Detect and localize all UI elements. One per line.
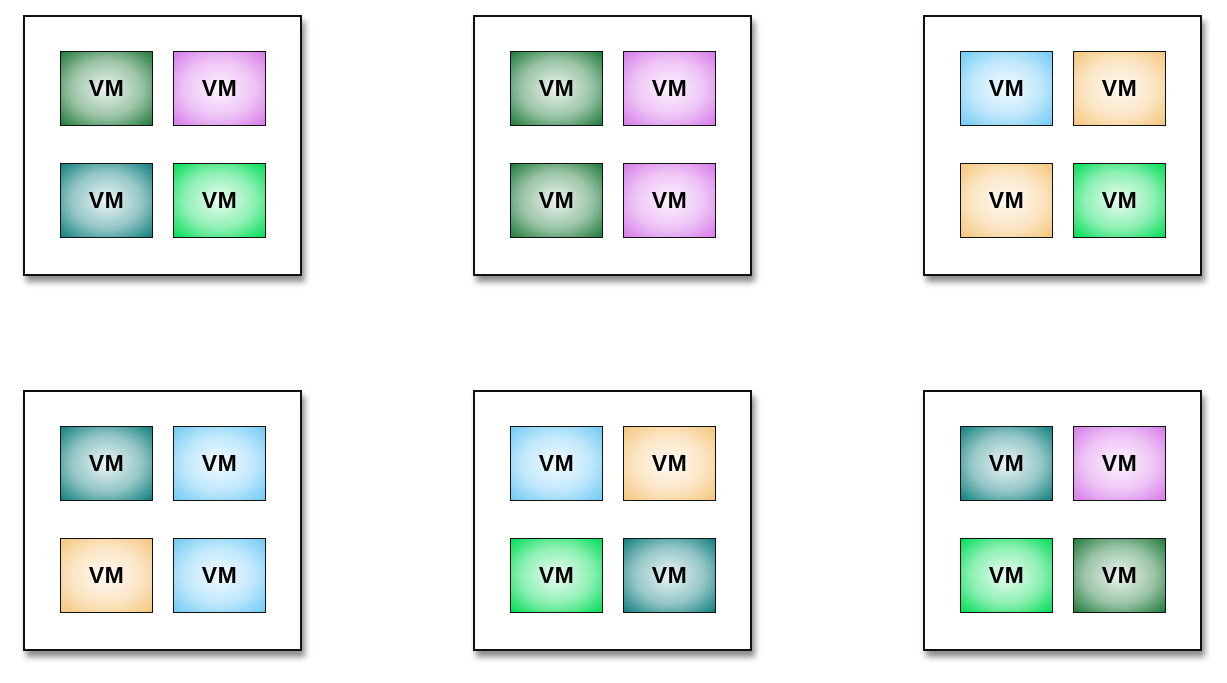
host-box: VM VM VM VM (23, 15, 302, 276)
vm-box-sky-blue: VM (173, 538, 266, 613)
vm-label: VM (88, 450, 125, 476)
vm-box-sky-blue: VM (173, 426, 266, 501)
vm-label: VM (201, 187, 238, 213)
vm-label: VM (201, 75, 238, 101)
vm-label: VM (1101, 75, 1138, 101)
vm-box-teal: VM (623, 538, 716, 613)
vm-box-dark-green: VM (1073, 538, 1166, 613)
host-box: VM VM VM VM (923, 390, 1202, 651)
vm-box-peach: VM (60, 538, 153, 613)
host-box: VM VM VM VM (473, 15, 752, 276)
vm-label: VM (1101, 187, 1138, 213)
vm-label: VM (651, 187, 688, 213)
vm-box-peach: VM (623, 426, 716, 501)
vm-box-sky-blue: VM (510, 426, 603, 501)
vm-label: VM (538, 562, 575, 588)
vm-label: VM (88, 187, 125, 213)
vm-label: VM (1101, 450, 1138, 476)
vm-label: VM (88, 562, 125, 588)
vm-label: VM (651, 562, 688, 588)
vm-label: VM (988, 562, 1025, 588)
vm-box-violet: VM (1073, 426, 1166, 501)
vm-label: VM (1101, 562, 1138, 588)
vm-box-violet: VM (623, 51, 716, 126)
vm-label: VM (988, 187, 1025, 213)
vm-label: VM (201, 450, 238, 476)
vm-label: VM (651, 450, 688, 476)
vm-label: VM (651, 75, 688, 101)
vm-box-peach: VM (960, 163, 1053, 238)
vm-box-violet: VM (623, 163, 716, 238)
host-box: VM VM VM VM (923, 15, 1202, 276)
vm-box-violet: VM (173, 51, 266, 126)
vm-box-bright-green: VM (1073, 163, 1166, 238)
vm-label: VM (538, 450, 575, 476)
vm-box-teal: VM (60, 163, 153, 238)
vm-label: VM (988, 75, 1025, 101)
vm-label: VM (88, 75, 125, 101)
vm-box-dark-green: VM (60, 51, 153, 126)
vm-box-sky-blue: VM (960, 51, 1053, 126)
vm-box-bright-green: VM (510, 538, 603, 613)
vm-box-bright-green: VM (173, 163, 266, 238)
vm-label: VM (201, 562, 238, 588)
vm-box-teal: VM (960, 426, 1053, 501)
vm-box-dark-green: VM (510, 163, 603, 238)
vm-box-dark-green: VM (510, 51, 603, 126)
vm-box-bright-green: VM (960, 538, 1053, 613)
vm-label: VM (538, 187, 575, 213)
vm-label: VM (988, 450, 1025, 476)
host-box: VM VM VM VM (473, 390, 752, 651)
vm-label: VM (538, 75, 575, 101)
host-box: VM VM VM VM (23, 390, 302, 651)
vm-box-peach: VM (1073, 51, 1166, 126)
vm-box-teal: VM (60, 426, 153, 501)
